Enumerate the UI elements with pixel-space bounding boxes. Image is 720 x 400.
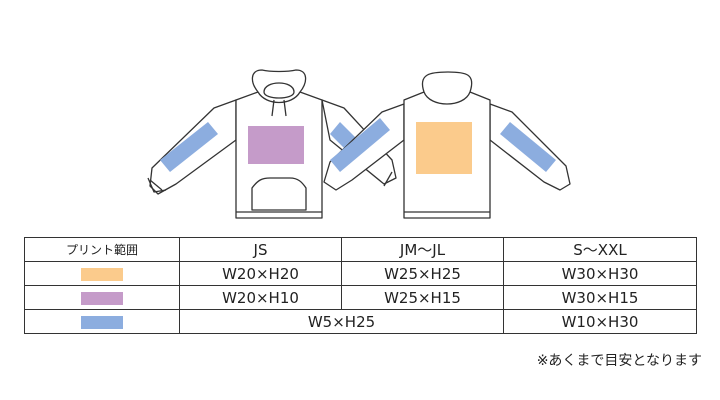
swatch-cell xyxy=(24,309,180,334)
table-header-row: プリント範囲 JS JM～JL S～XXL xyxy=(24,237,697,262)
table-cell: W25×H15 xyxy=(341,285,504,310)
swatch-cell xyxy=(24,285,180,310)
front-left-sleeve-print-area xyxy=(160,122,218,172)
table-cell: W30×H30 xyxy=(503,261,697,286)
blue-swatch xyxy=(81,315,123,329)
back-right-sleeve-print-area xyxy=(500,122,556,172)
table-cell: W20×H10 xyxy=(179,285,342,310)
swatch-cell xyxy=(24,261,180,286)
table-row-orange: W20×H20 W25×H25 W30×H30 xyxy=(24,261,697,286)
back-print-area-orange xyxy=(416,122,472,174)
table-cell: W30×H15 xyxy=(503,285,697,310)
header-s-xxl: S～XXL xyxy=(503,237,697,262)
print-size-table: プリント範囲 JS JM～JL S～XXL W20×H20 W25×H25 W3… xyxy=(24,237,697,334)
table-cell: W25×H25 xyxy=(341,261,504,286)
hoodie-illustration xyxy=(147,69,571,219)
table-cell: W10×H30 xyxy=(503,309,697,334)
table-row-purple: W20×H10 W25×H15 W30×H15 xyxy=(24,285,697,310)
header-print-area: プリント範囲 xyxy=(24,237,180,262)
header-jm-jl: JM～JL xyxy=(341,237,504,262)
table-cell: W20×H20 xyxy=(179,261,342,286)
front-print-area-purple xyxy=(248,126,304,164)
purple-swatch xyxy=(81,291,123,305)
disclaimer-note: ※あくまで目安となります xyxy=(536,353,702,369)
back-left-sleeve-print-area xyxy=(330,118,390,172)
table-row-blue: W5×H25 W10×H30 xyxy=(24,309,697,334)
orange-swatch xyxy=(81,267,123,281)
table-cell: W5×H25 xyxy=(179,309,504,334)
header-js: JS xyxy=(179,237,342,262)
